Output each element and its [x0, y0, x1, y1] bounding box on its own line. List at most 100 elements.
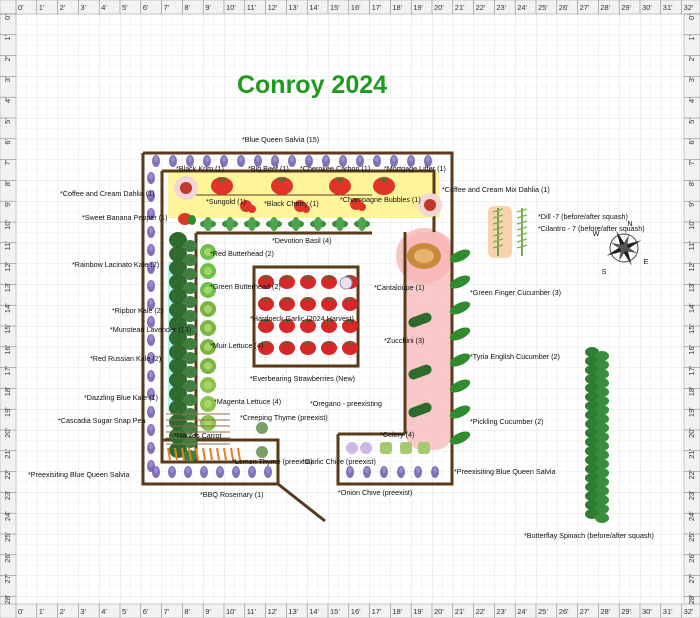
cantaloupe-icon [407, 243, 441, 269]
compass-n: N [627, 219, 632, 228]
ruler-tick-label: 5' [3, 118, 12, 124]
ruler-tick-label: 12' [268, 607, 278, 616]
ruler-tick-label: 1' [687, 34, 696, 40]
plant-label: *Coffee and Cream Mix Dahlia (1) [442, 185, 550, 194]
plant-label: *Garlic Chive (preexist) [302, 457, 376, 466]
ruler-tick-label: 9' [205, 607, 211, 616]
ruler-tick-label: 26' [687, 552, 696, 562]
dill-highlight [488, 206, 512, 258]
ruler-tick-label: 20' [434, 3, 444, 12]
plant-label: *BBQ Rosemary (1) [200, 490, 264, 499]
plant-label: *Blue Queen Salvia (15) [242, 135, 319, 144]
ruler-tick-label: 13' [288, 3, 298, 12]
ruler-tick-label: 23' [3, 490, 12, 500]
ruler-tick-label: 4' [3, 97, 12, 103]
plant-label: *Dazzling Blue Kale (1) [84, 393, 158, 402]
ruler-tick-label: 0' [18, 3, 24, 12]
celery-icon [380, 442, 430, 454]
ruler-tick-label: 16' [351, 607, 361, 616]
ruler-tick-label: 24' [517, 3, 527, 12]
plant-label: *Cherokee Carbon (1) [300, 164, 370, 173]
ruler-tick-label: 10' [687, 220, 696, 230]
ruler-tick-label: 2' [60, 3, 66, 12]
ruler-tick-label: 32' [684, 3, 694, 12]
ruler-tick-label: 3' [80, 607, 86, 616]
ruler-tick-label: 6' [3, 138, 12, 144]
basil-icon [200, 217, 370, 231]
ruler-tick-label: 29' [621, 3, 631, 12]
ruler-tick-label: 11' [3, 241, 12, 251]
plant-label: *Dill -7 (before/after squash) [538, 212, 628, 221]
ruler-tick-label: 25' [538, 3, 548, 12]
ruler-tick-label: 10' [226, 3, 236, 12]
ruler-tick-label: 31' [663, 3, 673, 12]
ruler-tick-label: 31' [663, 607, 673, 616]
ruler-tick-label: 4' [687, 97, 696, 103]
ruler-tick-label: 26' [3, 552, 12, 562]
plant-labels: *Blue Queen Salvia (15) *Black Krim (1) … [28, 135, 654, 540]
ruler-top: 0'1'2'3'4'5'6'7'8'9'10'11'12'13'14'15'16… [0, 0, 700, 15]
ruler-tick-label: 12' [268, 3, 278, 12]
lettuce-icon [200, 244, 216, 431]
ruler-tick-label: 19' [413, 3, 423, 12]
ruler-tick-label: 14' [3, 303, 12, 313]
compass-rose-icon [606, 230, 642, 266]
ruler-tick-label: 30' [642, 3, 652, 12]
ruler-tick-label: 11' [687, 241, 696, 251]
ruler-tick-label: 28' [687, 594, 696, 604]
plant-label: *Red Russian Kale (2) [90, 354, 161, 363]
ruler-tick-label: 15' [3, 324, 12, 334]
ruler-tick-label: 22' [476, 607, 486, 616]
ruler-tick-label: 3' [80, 3, 86, 12]
plant-label: *Preexisiting Blue Queen Salvia [28, 470, 129, 479]
ruler-tick-label: 21' [455, 607, 465, 616]
ruler-tick-label: 23' [496, 607, 506, 616]
plant-label: *Cascadia Sugar Snap Pea [58, 416, 146, 425]
ruler-tick-label: 25' [538, 607, 548, 616]
ruler-tick-label: 29' [621, 607, 631, 616]
ruler-tick-label: 8' [184, 3, 190, 12]
page-title: Conroy 2024 [237, 71, 387, 99]
kale-icon [169, 232, 197, 462]
ruler-tick-label: 25' [3, 532, 12, 542]
ruler-tick-label: 12' [687, 261, 696, 271]
plant-label: *Celery (4) [380, 430, 414, 439]
ruler-tick-label: 27' [3, 573, 12, 583]
ruler-tick-label: 17' [372, 607, 382, 616]
plant-label: *Cantaloupe (1) [374, 283, 424, 292]
ruler-tick-label: 26' [559, 3, 569, 12]
plant-label: *Creeping Thyme (preexist) [240, 413, 328, 422]
plant-label: *Green Butterhead (2) [210, 282, 281, 291]
plant-label: *Sungold (1) [206, 197, 246, 206]
plant-label: *Devotion Basil (4) [272, 236, 332, 245]
plant-label: *Onion Chive (preexist) [338, 488, 412, 497]
ruler-tick-label: 26' [559, 607, 569, 616]
ruler-tick-label: 6' [143, 607, 149, 616]
ruler-tick-label: 13' [3, 282, 12, 292]
ruler-tick-label: 14' [309, 607, 319, 616]
ruler-tick-label: 18' [687, 386, 696, 396]
ruler-tick-label: 11' [247, 607, 257, 616]
ruler-tick-label: 0' [18, 607, 24, 616]
plant-label: *Pickling Cucumber (2) [470, 417, 544, 426]
ruler-tick-label: 5' [687, 118, 696, 124]
ruler-tick-label: 10' [226, 607, 236, 616]
ruler-tick-label: 12' [3, 261, 12, 271]
plant-label: *Tyria English Cucumber (2) [470, 352, 560, 361]
ruler-tick-label: 14' [687, 303, 696, 313]
ruler-tick-label: 1' [3, 34, 12, 40]
ruler-tick-label: 27' [580, 607, 590, 616]
ruler-tick-label: 16' [3, 344, 12, 354]
plant-label: *Cilantro - 7 (before/after squash) [538, 224, 645, 233]
ruler-tick-label: 18' [392, 607, 402, 616]
plant-label: *Coffee and Cream Dahlia (1) [60, 189, 155, 198]
dill-icon [492, 208, 528, 256]
ruler-tick-label: 8' [184, 607, 190, 616]
ruler-tick-label: 6' [143, 3, 149, 12]
plant-label: *Preexisiting Blue Queen Salvia [454, 467, 555, 476]
compass-s: S [602, 267, 607, 276]
compass-e: E [644, 257, 649, 266]
ruler-tick-label: 24' [3, 511, 12, 521]
strawberry-icon [258, 275, 358, 355]
ruler-tick-label: 30' [642, 607, 652, 616]
